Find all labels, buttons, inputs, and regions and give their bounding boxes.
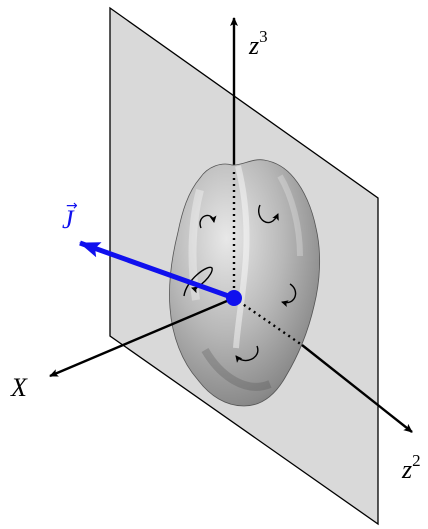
z2-axis-dotted <box>233 297 303 346</box>
z3-label: z3 <box>248 27 268 60</box>
rotation-arrow-2 <box>258 204 279 224</box>
j-label: J <box>62 205 75 234</box>
j-vector <box>79 240 235 301</box>
x-label: X <box>10 373 28 402</box>
z2-label: z2 <box>401 451 421 484</box>
rotation-arrow-4 <box>281 283 297 308</box>
body-shape <box>169 159 321 407</box>
rotation-arrow-1 <box>199 214 217 229</box>
origin-point <box>226 290 242 306</box>
x-axis <box>49 296 235 378</box>
j-vector-arrow-glyph: → <box>66 198 78 214</box>
z2-axis <box>301 344 413 433</box>
rotation-arrow-5 <box>235 345 259 363</box>
